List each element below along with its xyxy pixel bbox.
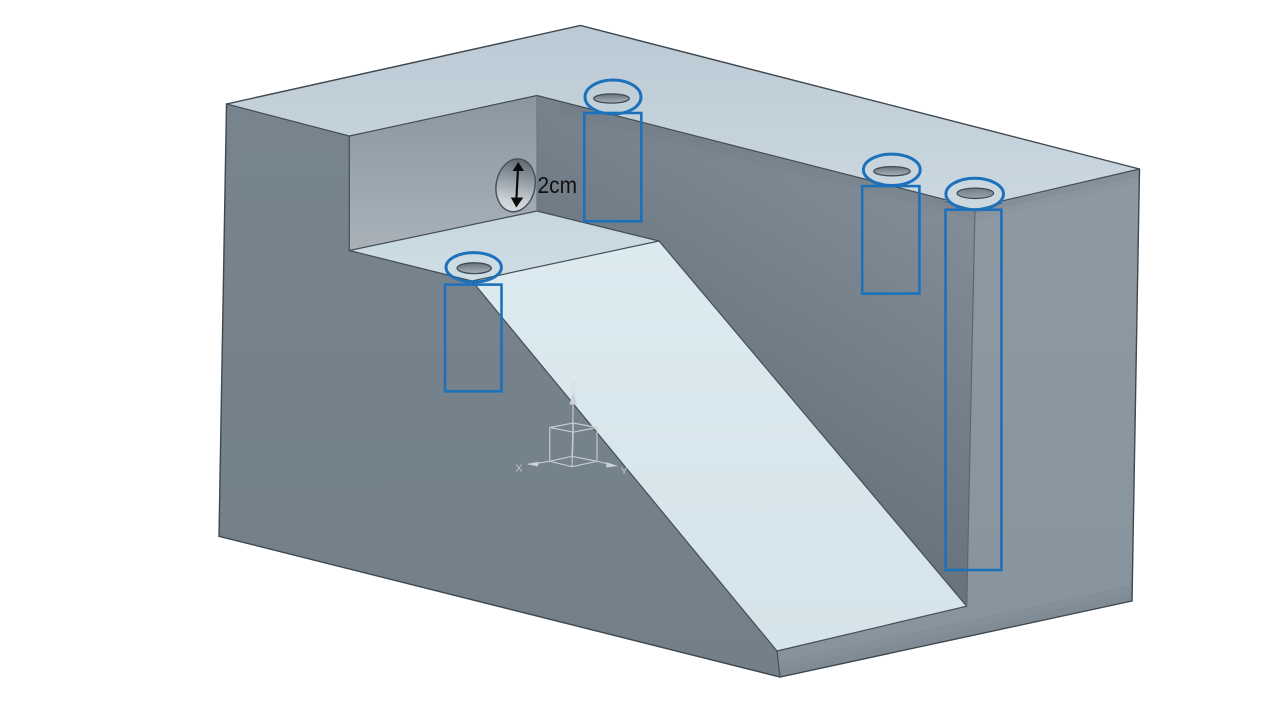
svg-text:Z: Z: [571, 380, 578, 392]
svg-text:X: X: [516, 463, 523, 475]
svg-text:2cm: 2cm: [538, 172, 578, 198]
svg-text:Y: Y: [621, 466, 628, 478]
